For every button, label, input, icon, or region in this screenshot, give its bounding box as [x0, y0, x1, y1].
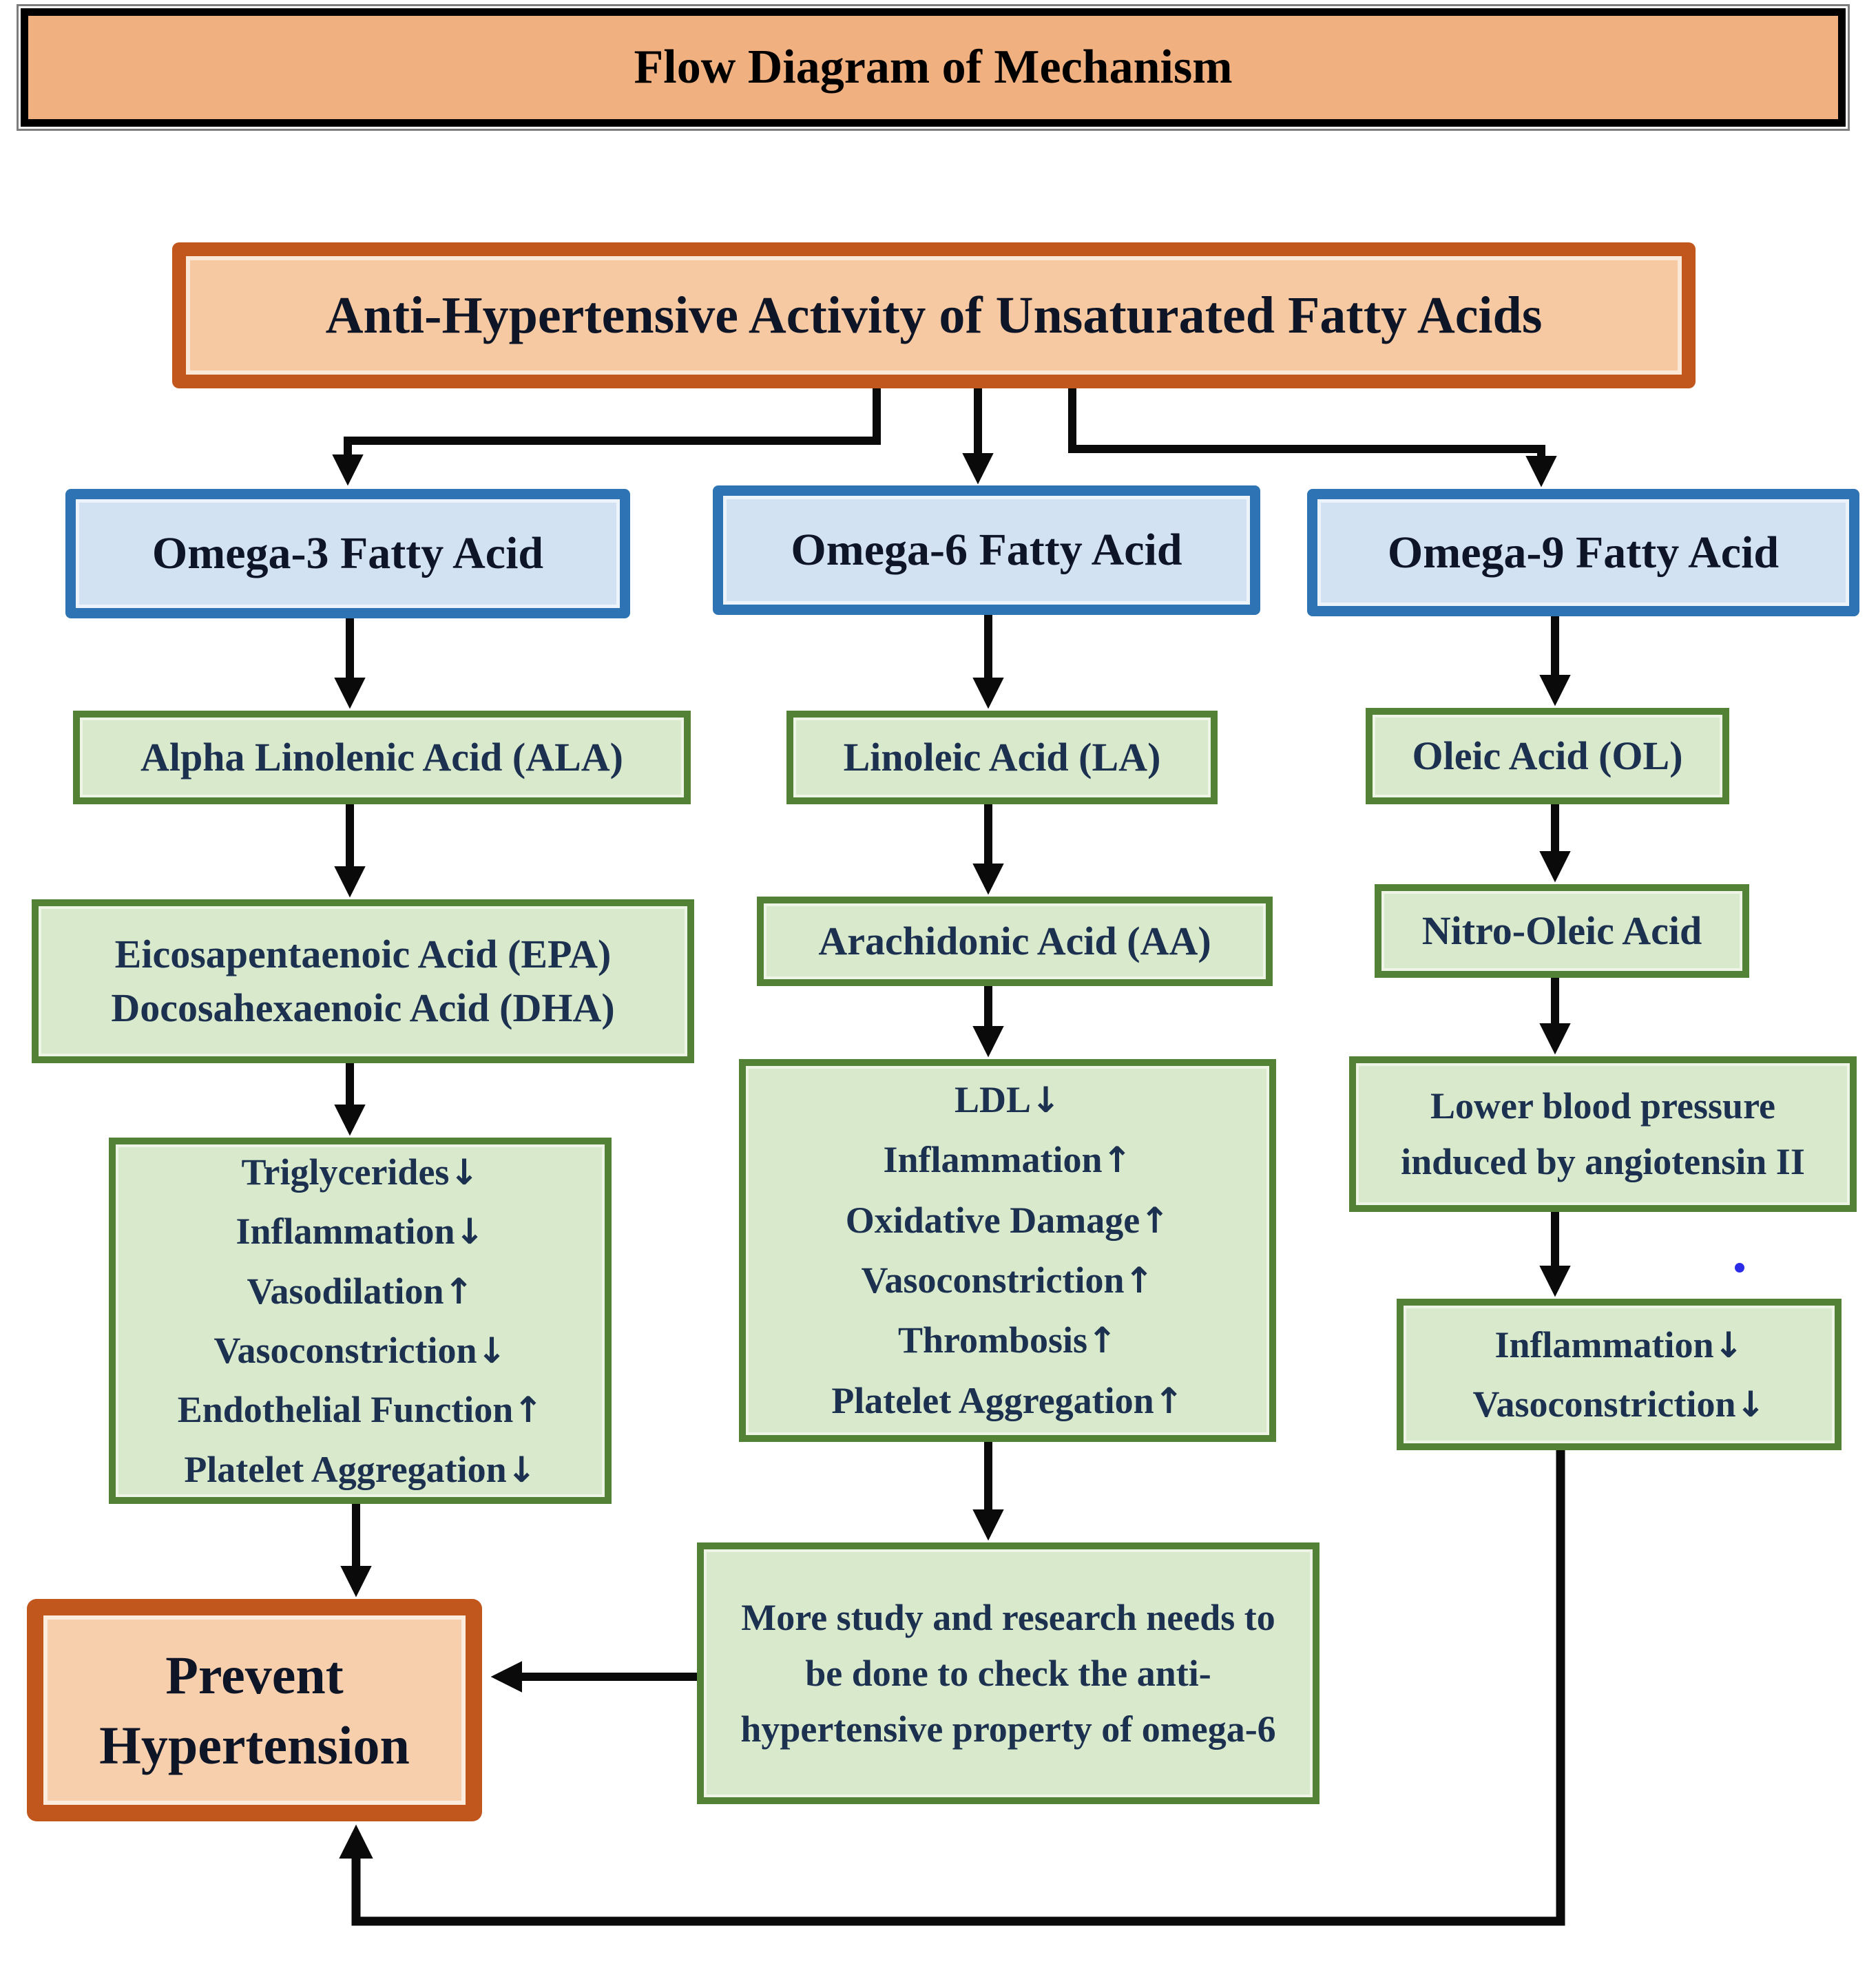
effect-line: Endothelial Function↑: [178, 1380, 543, 1439]
arrow-main-to-omega9: [1068, 388, 1557, 488]
effect-text: Vasodilation: [247, 1270, 444, 1312]
omega3-effects-box: Triglycerides↓ Inflammation↓ Vasodilatio…: [109, 1138, 612, 1504]
effect-text: Triglycerides: [241, 1151, 450, 1193]
la-label: Linoleic Acid (LA): [843, 734, 1161, 779]
omega9-header-box: Omega-9 Fatty Acid: [1307, 489, 1859, 616]
effect-line: Inflammation↓: [236, 1202, 485, 1261]
effect-text: Oxidative Damage: [845, 1199, 1140, 1241]
omega9-header-label: Omega-9 Fatty Acid: [1387, 527, 1780, 578]
epa-label: Eicosapentaenoic Acid (EPA): [114, 931, 612, 976]
omega9-step-nitro-oleic-box: Nitro-Oleic Acid: [1375, 884, 1749, 978]
omega6-step-aa-box: Arachidonic Acid (AA): [757, 897, 1273, 986]
omega6-step-la-box: Linoleic Acid (LA): [786, 711, 1218, 804]
effect-line: Platelet Aggregation↑: [831, 1371, 1183, 1431]
down-arrow-icon: ↓: [1735, 1384, 1766, 1425]
effect-line: Vasoconstriction↓: [214, 1321, 507, 1380]
omega3-header-label: Omega-3 Fatty Acid: [152, 528, 544, 578]
main-topic-label: Anti-Hypertensive Activity of Unsaturate…: [325, 286, 1543, 344]
up-arrow-icon: ↑: [1124, 1260, 1154, 1301]
effect-text: Thrombosis: [897, 1319, 1088, 1361]
down-arrow-icon: ↓: [477, 1330, 507, 1372]
effect-line: Inflammation↓: [1495, 1315, 1744, 1374]
stray-blue-dot: [1735, 1263, 1744, 1273]
down-arrow-icon: ↓: [506, 1449, 536, 1491]
up-arrow-icon: ↑: [1102, 1140, 1132, 1182]
dha-label: Docosahexaenoic Acid (DHA): [111, 985, 615, 1030]
effect-text: Vasoconstriction: [213, 1330, 477, 1371]
ala-label: Alpha Linolenic Acid (ALA): [140, 734, 623, 779]
up-arrow-icon: ↑: [1154, 1380, 1184, 1422]
effect-line: LDL↓: [955, 1070, 1061, 1130]
effect-text: Inflammation: [236, 1211, 455, 1253]
effect-text: Vasoconstriction: [861, 1259, 1125, 1301]
effect-text: Inflammation: [883, 1139, 1103, 1181]
effect-line: Platelet Aggregation↓: [184, 1440, 536, 1499]
omega3-step-epa-dha-box: Eicosapentaenoic Acid (EPA) Docosahexaen…: [32, 899, 694, 1063]
arrow-main-to-omega3: [332, 388, 881, 486]
effect-line: Oxidative Damage↑: [846, 1191, 1169, 1251]
effect-text: Vasoconstriction: [1472, 1383, 1736, 1425]
effect-line: Thrombosis↑: [898, 1310, 1117, 1370]
prevent-hypertension-label: Prevent Hypertension: [99, 1645, 410, 1775]
effect-line: Triglycerides↓: [242, 1142, 479, 1202]
prevent-hypertension-box: Prevent Hypertension: [27, 1599, 482, 1821]
aa-label: Arachidonic Acid (AA): [818, 918, 1211, 963]
omega6-note-text: More study and research needs to be done…: [740, 1596, 1276, 1750]
down-arrow-icon: ↓: [455, 1211, 485, 1253]
up-arrow-icon: ↑: [1087, 1320, 1118, 1362]
arrow-omega9-loop-to-prevent: [339, 1450, 1565, 1926]
omega3-header-box: Omega-3 Fatty Acid: [65, 489, 630, 618]
up-arrow-icon: ↑: [513, 1390, 543, 1432]
omega3-step-ala-box: Alpha Linolenic Acid (ALA): [73, 711, 691, 804]
effect-line: Vasoconstriction↑: [862, 1251, 1154, 1310]
omega9-step-lower-bp-box: Lower blood pressure induced by angioten…: [1349, 1056, 1857, 1212]
effect-line: Vasoconstriction↓: [1473, 1374, 1766, 1434]
up-arrow-icon: ↑: [1140, 1200, 1170, 1242]
diagram-title: Flow Diagram of Mechanism: [634, 41, 1233, 94]
down-arrow-icon: ↓: [449, 1151, 479, 1193]
effect-text: Platelet Aggregation: [184, 1448, 507, 1490]
down-arrow-icon: ↓: [1031, 1079, 1061, 1121]
lower-bp-label: Lower blood pressure induced by angioten…: [1401, 1085, 1805, 1182]
omega9-effects-box: Inflammation↓ Vasoconstriction↓: [1397, 1299, 1842, 1450]
effect-text: Platelet Aggregation: [831, 1379, 1154, 1421]
effect-text: Endothelial Function: [177, 1389, 514, 1431]
oleic-label: Oleic Acid (OL): [1412, 733, 1683, 778]
omega6-header-label: Omega-6 Fatty Acid: [791, 525, 1182, 575]
omega9-step-oleic-box: Oleic Acid (OL): [1366, 708, 1729, 804]
omega6-effects-box: LDL↓ Inflammation↑ Oxidative Damage↑ Vas…: [739, 1059, 1276, 1442]
title-bar: Flow Diagram of Mechanism: [21, 8, 1846, 127]
effect-line: Vasodilation↑: [247, 1262, 473, 1321]
up-arrow-icon: ↑: [444, 1270, 474, 1312]
effect-line: Inflammation↑: [884, 1130, 1132, 1190]
nitro-oleic-label: Nitro-Oleic Acid: [1421, 908, 1702, 953]
effect-text: Inflammation: [1494, 1323, 1714, 1366]
main-topic-box: Anti-Hypertensive Activity of Unsaturate…: [172, 242, 1696, 388]
omega6-note-box: More study and research needs to be done…: [697, 1542, 1320, 1804]
omega6-header-box: Omega-6 Fatty Acid: [713, 485, 1260, 615]
effect-text: LDL: [954, 1078, 1032, 1120]
down-arrow-icon: ↓: [1713, 1324, 1744, 1366]
